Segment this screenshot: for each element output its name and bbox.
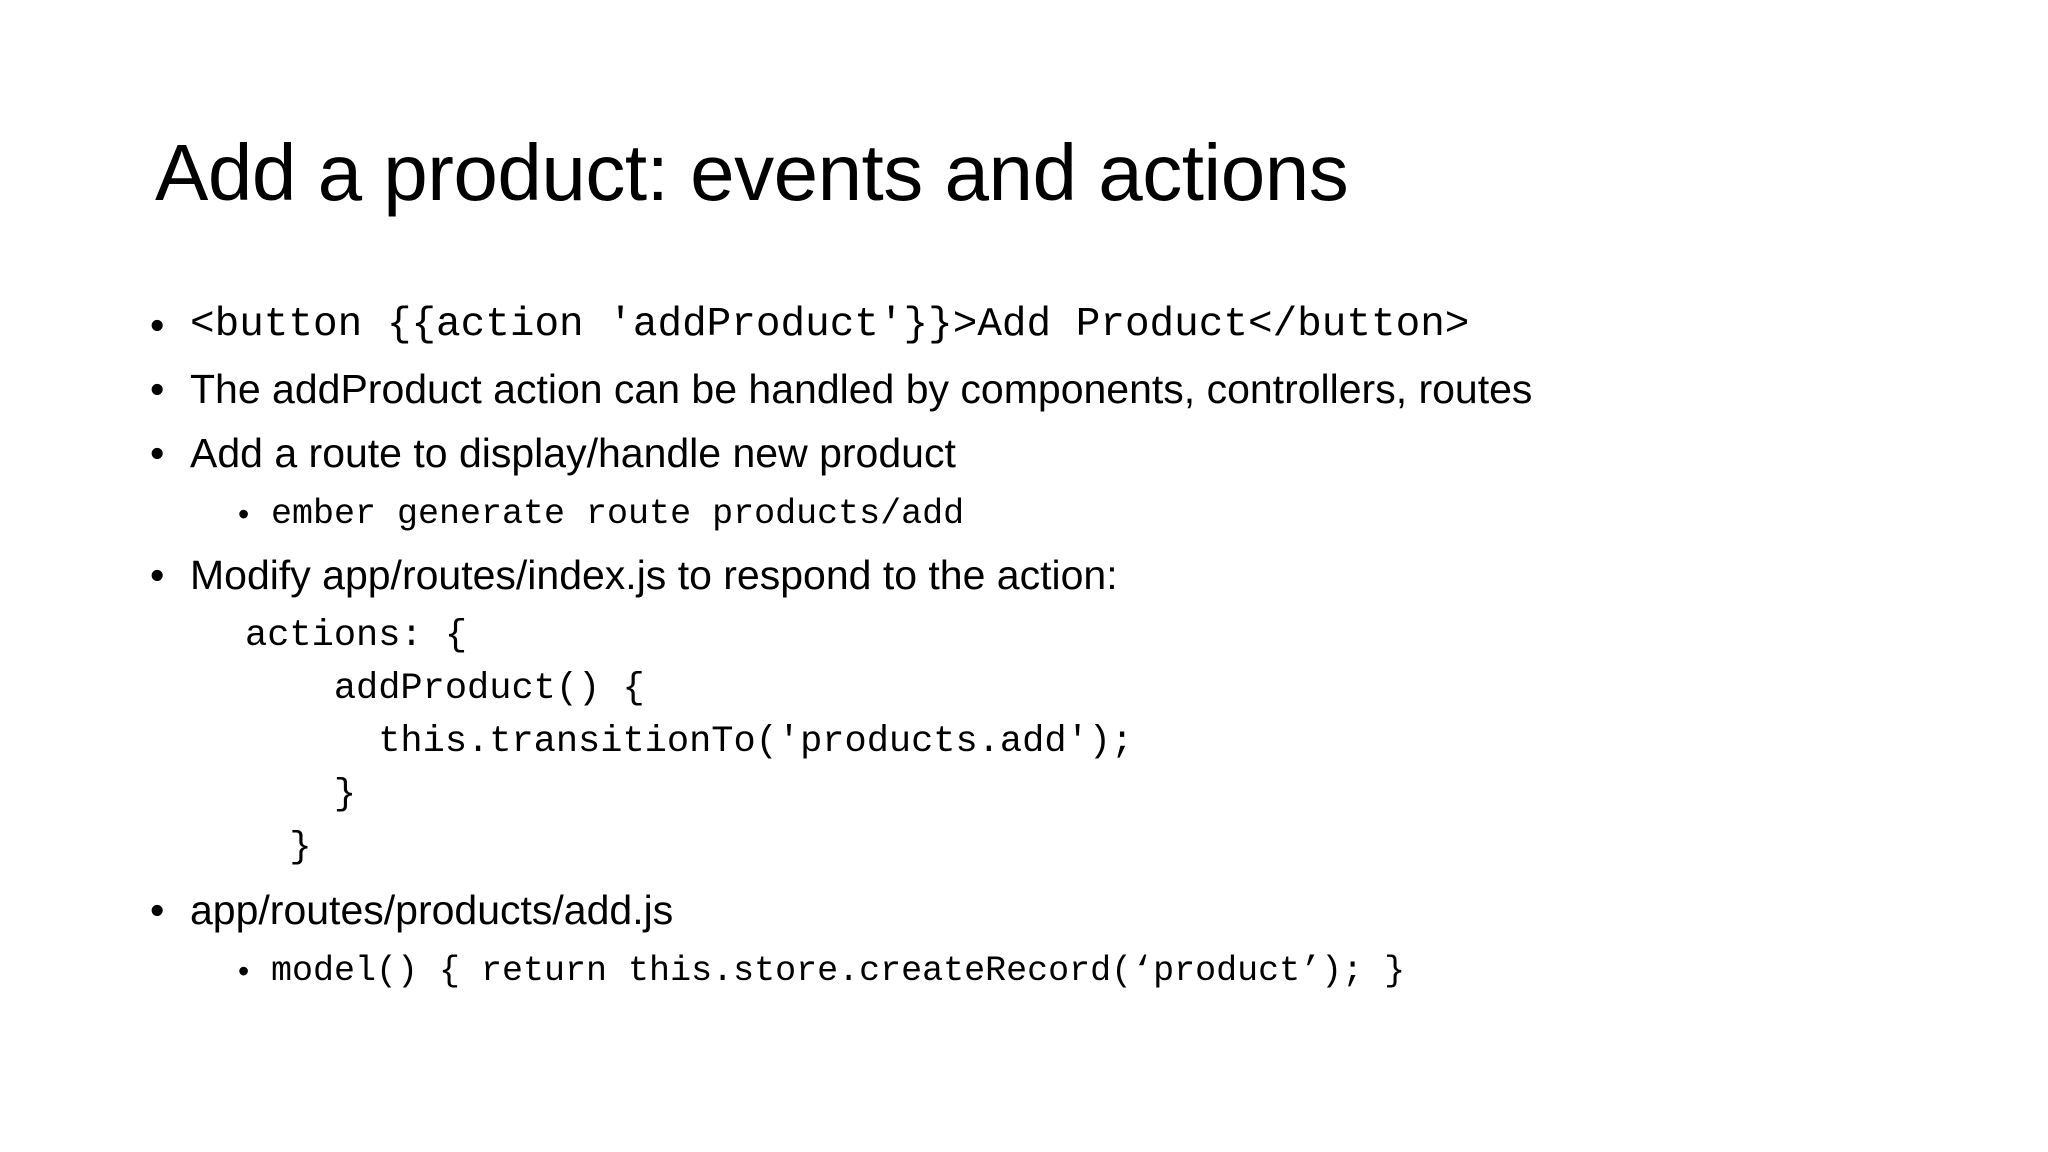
code-line: actions: { xyxy=(245,615,468,657)
bullet-marker-icon: • xyxy=(150,552,165,598)
bullet-marker-icon: • xyxy=(150,887,165,933)
sub-bullet-item-5a-text: model() { return this.store.createRecord… xyxy=(271,951,1406,991)
code-line: addProduct() { xyxy=(245,668,645,710)
bullet-marker-icon: • xyxy=(238,496,250,532)
bullet-marker-icon: • xyxy=(150,302,165,348)
code-line: this.transitionTo('products.add'); xyxy=(245,721,1134,763)
bullet-item-1: • <button {{action 'addProduct'}}>Add Pr… xyxy=(150,296,1940,354)
bullet-item-3-text: Add a route to display/handle new produc… xyxy=(190,430,956,476)
slide-title: Add a product: events and actions xyxy=(155,128,1349,217)
bullet-item-3: • Add a route to display/handle new prod… xyxy=(150,424,1940,482)
bullet-item-1-text: <button {{action 'addProduct'}}>Add Prod… xyxy=(190,302,1470,348)
code-line: } xyxy=(245,774,357,816)
bullet-item-4: • Modify app/routes/index.js to respond … xyxy=(150,546,1940,604)
code-line: } xyxy=(245,827,312,869)
bullet-item-2-text: The addProduct action can be handled by … xyxy=(190,366,1533,412)
sub-bullet-item-3a-text: ember generate route products/add xyxy=(271,494,965,534)
bullet-item-2: • The addProduct action can be handled b… xyxy=(150,360,1940,418)
sub-bullet-item-5a: • model() { return this.store.createReco… xyxy=(150,945,1940,997)
bullet-marker-icon: • xyxy=(150,366,165,412)
bullet-marker-icon: • xyxy=(238,953,250,989)
bullet-item-4-text: Modify app/routes/index.js to respond to… xyxy=(190,552,1118,598)
bullet-item-5: • app/routes/products/add.js xyxy=(150,881,1940,939)
slide-body: • <button {{action 'addProduct'}}>Add Pr… xyxy=(150,296,1940,1003)
bullet-item-5-text: app/routes/products/add.js xyxy=(190,887,674,933)
code-block: actions: { addProduct() { this.transitio… xyxy=(150,610,1940,875)
bullet-marker-icon: • xyxy=(150,430,165,476)
sub-bullet-item-3a: • ember generate route products/add xyxy=(150,488,1940,540)
